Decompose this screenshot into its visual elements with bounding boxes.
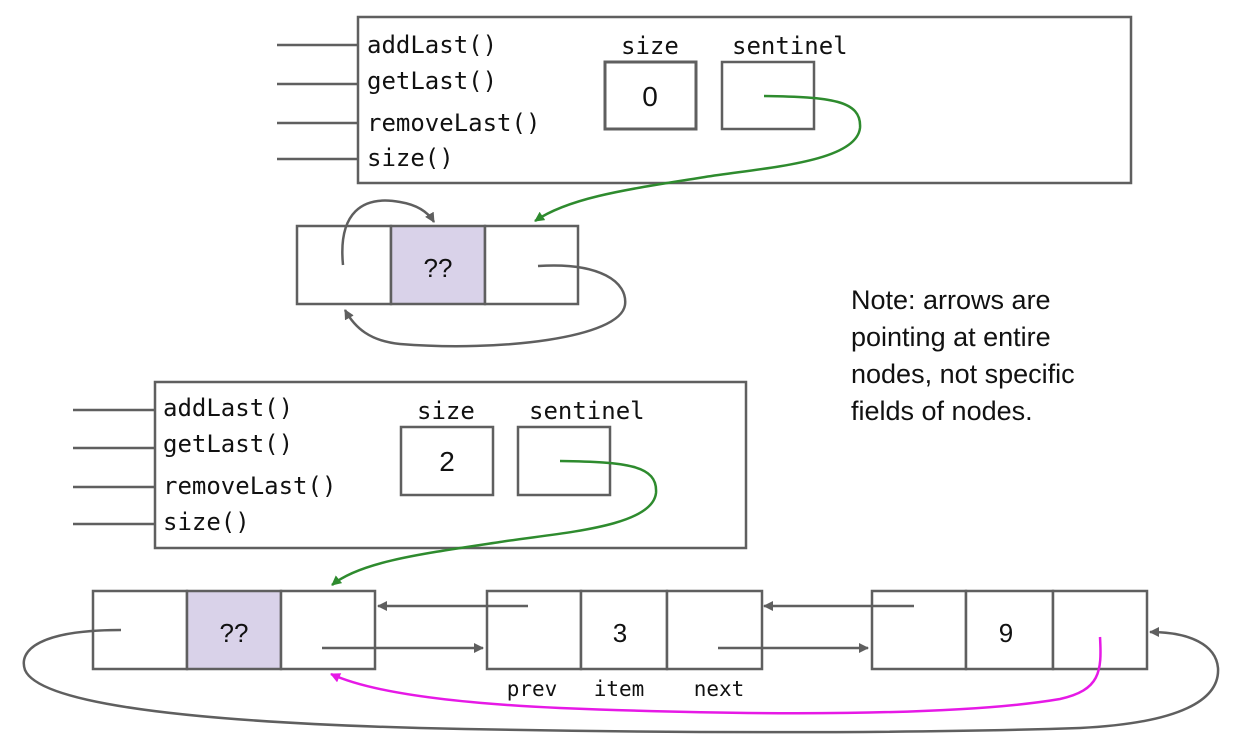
item-cell	[185, 589, 283, 671]
note-text: Note: arrows are pointing at entire node…	[851, 282, 1151, 430]
next-cell	[279, 589, 377, 671]
field-label-item: item	[594, 677, 645, 701]
method-size: size()	[367, 144, 454, 172]
prev-cell	[870, 589, 968, 671]
sentinel-item-value: ??	[220, 618, 249, 648]
sentinel-label: sentinel	[529, 397, 645, 425]
sentinel-prev-self-arrow	[341, 199, 436, 266]
sentinel-pointer-arrow	[534, 94, 862, 223]
method-getlast: getLast()	[163, 430, 293, 458]
node-item-value: 3	[613, 618, 627, 648]
list-empty: addLast() getLast() removeLast() size() …	[277, 15, 1133, 348]
sentinel-prev-to-last-arrow	[22, 627, 1220, 734]
item-cell	[964, 589, 1055, 671]
sentinel-item-value: ??	[424, 253, 453, 283]
size-value: 0	[642, 81, 658, 112]
size-field-box	[399, 425, 495, 497]
note-line: nodes, not specific	[851, 359, 1075, 389]
node-item-value: 9	[999, 618, 1013, 648]
prev-cell	[485, 589, 583, 671]
sentinel-next-self-arrow	[343, 264, 627, 348]
method-getlast: getLast()	[367, 67, 497, 95]
field-label-prev: prev	[507, 677, 558, 701]
list-two-items: addLast() getLast() removeLast() size() …	[22, 380, 1220, 734]
size-field-box	[603, 60, 698, 131]
method-size: size()	[163, 508, 250, 536]
note-line: Note: arrows are	[851, 285, 1051, 315]
node-item-3: 3	[485, 589, 764, 671]
item-cell	[389, 224, 487, 306]
method-removelast: removeLast()	[367, 109, 540, 137]
size-label: size	[621, 32, 679, 60]
sentinel-node: ??	[295, 224, 580, 306]
sentinel-node: ??	[91, 589, 377, 671]
method-addlast: addLast()	[367, 31, 497, 59]
field-label-next: next	[694, 677, 745, 701]
note-line: fields of nodes.	[851, 396, 1033, 426]
method-removelast: removeLast()	[163, 472, 336, 500]
method-addlast: addLast()	[163, 394, 293, 422]
sentinel-label: sentinel	[732, 32, 848, 60]
size-label: size	[417, 397, 475, 425]
node-item-9: 9	[870, 589, 1149, 671]
last-next-to-sentinel-arrow	[330, 636, 1102, 715]
size-value: 2	[439, 446, 455, 477]
next-cell	[665, 589, 764, 671]
sentinel-pointer-arrow	[331, 459, 658, 586]
item-cell	[579, 589, 669, 671]
note-line: pointing at entire	[851, 322, 1051, 352]
next-cell	[483, 224, 580, 306]
